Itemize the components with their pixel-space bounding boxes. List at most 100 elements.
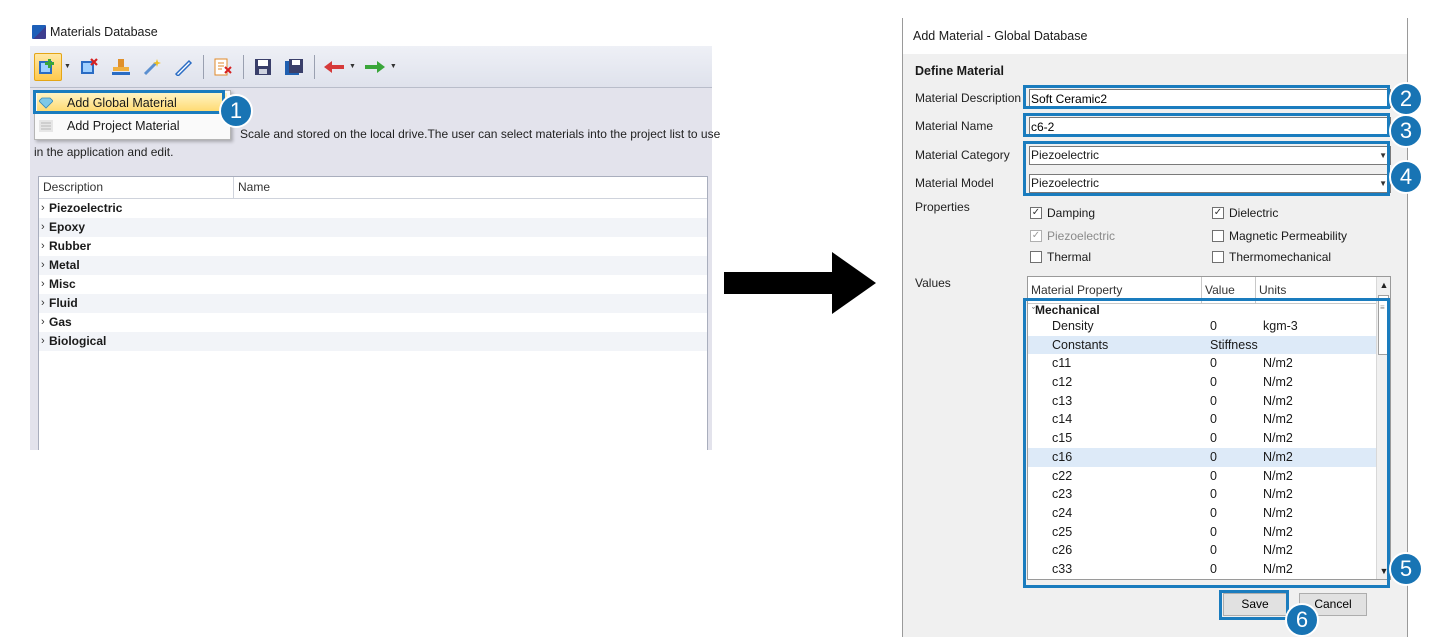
cell-value[interactable]: 0 bbox=[1210, 393, 1217, 408]
chevron-down-icon[interactable]: ▼ bbox=[348, 63, 356, 70]
cell-value[interactable]: 0 bbox=[1210, 431, 1217, 446]
cell-value[interactable]: 0 bbox=[1210, 505, 1217, 520]
category-row-epoxy[interactable]: › Epoxy bbox=[39, 218, 707, 237]
vertical-scrollbar[interactable]: ▲ ≡ ▼ bbox=[1376, 277, 1390, 579]
category-row-gas[interactable]: ›Gas bbox=[39, 313, 707, 332]
empty-checkbox-icon[interactable] bbox=[1212, 230, 1224, 242]
cell-value[interactable]: 0 bbox=[1210, 449, 1217, 464]
scroll-up-icon[interactable]: ▲ bbox=[1379, 280, 1389, 290]
window-body: Scale and stored on the local drive.The … bbox=[30, 88, 720, 450]
checkbox-thermomechanical[interactable]: Thermomechanical bbox=[1212, 250, 1331, 264]
save-button[interactable]: Save bbox=[1223, 593, 1287, 616]
column-header-material-property[interactable]: Material Property bbox=[1028, 277, 1202, 303]
category-label: Fluid bbox=[49, 296, 78, 310]
column-header-name[interactable]: Name bbox=[238, 180, 271, 194]
checkbox-magnetic-permeability[interactable]: Magnetic Permeability bbox=[1212, 229, 1347, 243]
material-name-input[interactable] bbox=[1029, 117, 1391, 136]
save-button[interactable] bbox=[250, 54, 276, 80]
empty-checkbox-icon[interactable] bbox=[1212, 251, 1224, 263]
chevron-down-icon[interactable]: ▼ bbox=[1379, 179, 1387, 188]
chevron-right-icon[interactable]: › bbox=[41, 335, 45, 347]
add-material-menu: Add Global Material Add Project Material bbox=[34, 90, 231, 140]
cell-value[interactable]: Stiffness bbox=[1210, 337, 1258, 352]
values-grid-header: Material Property Value Units bbox=[1028, 277, 1376, 304]
checkbox-dielectric[interactable]: ✓Dielectric bbox=[1212, 206, 1278, 220]
category-label: Metal bbox=[49, 258, 80, 272]
edit-button[interactable] bbox=[170, 54, 196, 80]
materials-database-window: Materials Database ▼ bbox=[30, 18, 720, 450]
magic-wand-button[interactable] bbox=[139, 54, 165, 80]
cell-value[interactable]: 0 bbox=[1210, 524, 1217, 539]
add-material-button[interactable] bbox=[34, 52, 62, 81]
column-header-value[interactable]: Value bbox=[1202, 277, 1256, 303]
cell-value[interactable]: 0 bbox=[1210, 412, 1217, 427]
chevron-right-icon[interactable]: › bbox=[41, 202, 45, 214]
cell-value[interactable]: 0 bbox=[1210, 561, 1217, 576]
category-row-metal[interactable]: › Metal bbox=[39, 256, 707, 275]
checkmark-icon[interactable]: ✓ bbox=[1212, 207, 1224, 219]
delete-material-button[interactable] bbox=[77, 54, 103, 80]
chevron-right-icon[interactable]: › bbox=[41, 316, 45, 328]
column-header-description[interactable]: Description bbox=[39, 177, 234, 198]
material-model-select[interactable]: Piezoelectric ▼ bbox=[1029, 174, 1391, 193]
chevron-down-icon[interactable]: ▼ bbox=[389, 63, 397, 70]
category-row-piezoelectric[interactable]: ›Piezoelectric bbox=[39, 199, 707, 218]
category-row-rubber[interactable]: › Rubber bbox=[39, 237, 707, 256]
category-row-fluid[interactable]: › Fluid bbox=[39, 294, 707, 313]
stamp-button[interactable] bbox=[108, 54, 134, 80]
chevron-down-icon[interactable]: ˇ bbox=[1032, 306, 1035, 316]
save-all-button[interactable] bbox=[281, 54, 307, 80]
group-row-mechanical[interactable]: ˇMechanical bbox=[1028, 304, 1376, 317]
material-description-input[interactable] bbox=[1029, 89, 1391, 108]
delete-document-button[interactable] bbox=[210, 54, 236, 80]
checkbox-thermal[interactable]: Thermal bbox=[1030, 250, 1091, 264]
material-category-select[interactable]: Piezoelectric ▼ bbox=[1029, 146, 1391, 165]
back-button[interactable] bbox=[321, 54, 347, 80]
chevron-right-icon[interactable]: › bbox=[41, 240, 45, 252]
cell-property: c33 bbox=[1052, 561, 1073, 576]
cell-value[interactable]: 0 bbox=[1210, 487, 1217, 502]
cell-units: N/m2 bbox=[1263, 561, 1293, 576]
chevron-down-icon[interactable]: ▼ bbox=[1379, 151, 1387, 160]
gem-icon bbox=[39, 97, 53, 109]
checkmark-icon[interactable]: ✓ bbox=[1030, 207, 1042, 219]
chevron-right-icon[interactable]: › bbox=[41, 278, 45, 290]
scroll-down-icon[interactable]: ▼ bbox=[1379, 566, 1389, 576]
forward-button[interactable] bbox=[362, 54, 388, 80]
menu-item-add-global-material[interactable]: Add Global Material bbox=[37, 93, 227, 113]
category-label: Epoxy bbox=[49, 220, 86, 234]
category-label: Misc bbox=[49, 277, 76, 291]
cell-value[interactable]: 0 bbox=[1210, 319, 1217, 333]
chevron-right-icon[interactable]: › bbox=[41, 297, 45, 309]
cell-value[interactable]: 0 bbox=[1210, 468, 1217, 483]
cancel-button[interactable]: Cancel bbox=[1299, 593, 1367, 616]
column-header-units[interactable]: Units bbox=[1259, 283, 1287, 297]
cell-value[interactable]: 0 bbox=[1210, 356, 1217, 371]
chevron-down-icon[interactable]: ▼ bbox=[64, 63, 71, 70]
chevron-right-icon[interactable]: › bbox=[41, 259, 45, 271]
right-arrow-icon bbox=[724, 252, 876, 314]
category-row-biological[interactable]: ›Biological bbox=[39, 332, 707, 351]
category-label: Rubber bbox=[49, 239, 91, 253]
cell-value[interactable]: 0 bbox=[1210, 375, 1217, 390]
empty-checkbox-icon[interactable] bbox=[1030, 251, 1042, 263]
menu-item-add-project-material[interactable]: Add Project Material bbox=[37, 116, 227, 136]
chevron-right-icon[interactable]: › bbox=[41, 221, 45, 233]
table-row[interactable]: c33 0 N/m2 bbox=[1028, 560, 1376, 579]
checkbox-damping[interactable]: ✓Damping bbox=[1030, 206, 1095, 220]
category-row-misc[interactable]: › Misc bbox=[39, 275, 707, 294]
cell-value[interactable]: 0 bbox=[1210, 543, 1217, 558]
